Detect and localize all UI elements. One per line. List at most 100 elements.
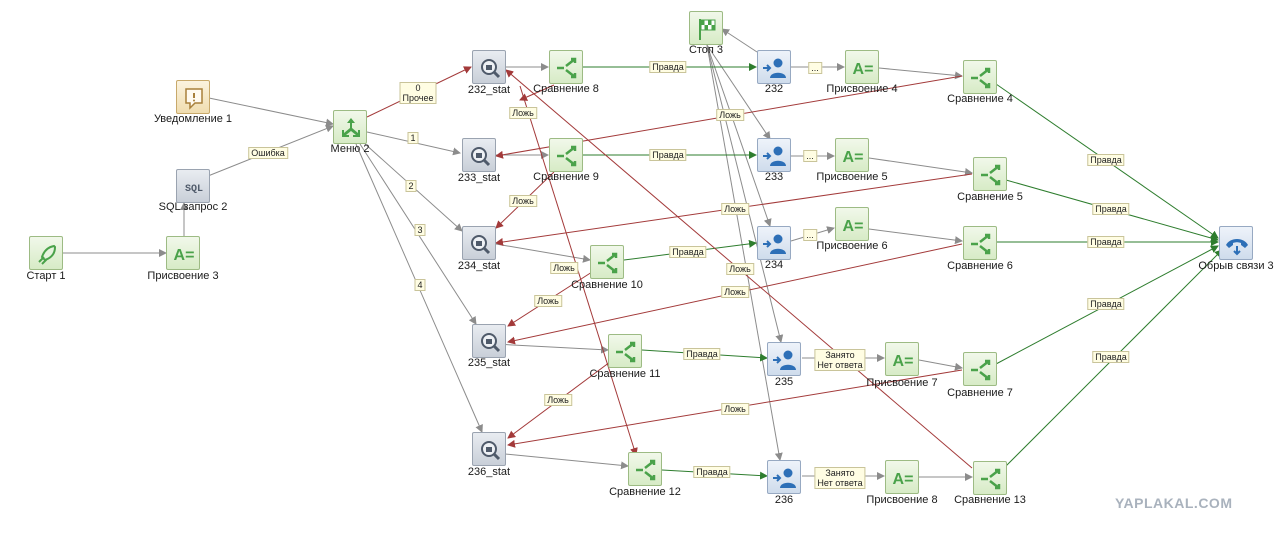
stop-label: Стоп 3 xyxy=(688,44,724,56)
compare-5-node[interactable] xyxy=(973,157,1007,191)
compare-icon xyxy=(971,233,991,255)
edge-235-cmp11 xyxy=(494,343,609,354)
notify-node[interactable] xyxy=(176,80,210,114)
compare-6-node[interactable] xyxy=(963,226,997,260)
operator-236-node[interactable] xyxy=(767,460,801,494)
compare-11-node[interactable] xyxy=(608,334,642,368)
operator-233-node[interactable] xyxy=(757,138,791,172)
operator-234-node[interactable] xyxy=(757,226,791,260)
query-icon xyxy=(481,333,501,353)
assign3-node[interactable]: A= xyxy=(166,236,200,270)
operator-transfer-icon xyxy=(763,58,786,78)
svg-text:SQL: SQL xyxy=(185,184,203,195)
assign7-node[interactable]: A= xyxy=(885,342,919,376)
compare-4-node[interactable] xyxy=(963,60,997,94)
edge-label-error: Ошибка xyxy=(248,147,288,159)
edge-label-true: Правда xyxy=(649,149,687,161)
edge-label-1: 1 xyxy=(407,132,419,144)
operator-232-node[interactable] xyxy=(757,50,791,84)
assign-icon: A= xyxy=(843,149,864,166)
compare-13-label: Сравнение 13 xyxy=(954,494,1026,506)
hangup-node[interactable] xyxy=(1219,226,1253,260)
assign6-label: Присвоение 6 xyxy=(816,240,888,252)
stat-235-node[interactable] xyxy=(472,324,506,358)
compare-11-label: Сравнение 11 xyxy=(589,368,661,380)
sql-node[interactable]: SQL xyxy=(176,169,210,203)
edge-label-false: Ложь xyxy=(721,286,749,298)
sql-label: SQL запрос 2 xyxy=(158,201,228,213)
edge-notify-menu xyxy=(208,97,334,127)
stat-233-label: 233_stat xyxy=(457,172,501,184)
finish-flag-icon xyxy=(699,19,716,40)
menu-branch-icon xyxy=(342,118,360,137)
compare-7-label: Сравнение 7 xyxy=(947,387,1013,399)
stat-232-node[interactable] xyxy=(472,50,506,84)
svg-text:A=: A= xyxy=(843,218,864,235)
menu-node[interactable] xyxy=(333,110,367,144)
assign8-node[interactable]: A= xyxy=(885,460,919,494)
edge-label-other-line1: 0 xyxy=(415,83,421,93)
edge-label-busy-line2: Нет ответа xyxy=(817,478,863,488)
svg-text:A=: A= xyxy=(893,353,914,370)
edge-label-true: Правда xyxy=(683,348,721,360)
compare-10-node[interactable] xyxy=(590,245,624,279)
assign4-label: Присвоение 4 xyxy=(826,83,898,95)
compare-10-label: Сравнение 10 xyxy=(571,279,643,291)
stat-235-label: 235_stat xyxy=(467,357,511,369)
assign5-label: Присвоение 5 xyxy=(816,171,888,183)
assign5-node[interactable]: A= xyxy=(835,138,869,172)
assign6-node[interactable]: A= xyxy=(835,207,869,241)
edge-label-true: Правда xyxy=(1092,351,1130,363)
edge-label-false: Ложь xyxy=(726,263,754,275)
compare-9-node[interactable] xyxy=(549,138,583,172)
edge-234-cmp10 xyxy=(495,243,591,263)
svg-text:A=: A= xyxy=(843,149,864,166)
edge-stop-235 xyxy=(706,44,784,343)
edge-label-false: Ложь xyxy=(544,394,572,406)
query-icon xyxy=(471,147,491,167)
svg-text:A=: A= xyxy=(893,471,914,488)
assign8-label: Присвоение 8 xyxy=(866,494,938,506)
edge-label-true: Правда xyxy=(669,246,707,258)
menu-label: Меню 2 xyxy=(330,143,370,155)
stat-232-label: 232_stat xyxy=(467,84,511,96)
edge-232-stop xyxy=(721,28,758,53)
edge-assign6-cmp6 xyxy=(868,228,963,245)
start-node[interactable] xyxy=(29,236,63,270)
operator-236-label: 236 xyxy=(774,494,794,506)
edge-label-2: 2 xyxy=(405,180,417,192)
assign-icon: A= xyxy=(174,247,195,264)
edge-label-false: Ложь xyxy=(721,403,749,415)
edge-cmp8-cmp12 xyxy=(519,85,638,456)
edge-236-cmp12 xyxy=(494,452,629,470)
edge-label-true: Правда xyxy=(693,466,731,478)
compare-12-label: Сравнение 12 xyxy=(609,486,681,498)
edge-label-false: Ложь xyxy=(721,203,749,215)
notification-icon xyxy=(185,88,203,110)
sql-icon: SQL xyxy=(185,184,203,195)
edge-label-true: Правда xyxy=(1092,203,1130,215)
stat-234-node[interactable] xyxy=(462,226,496,260)
stat-233-node[interactable] xyxy=(462,138,496,172)
compare-8-node[interactable] xyxy=(549,50,583,84)
stat-236-node[interactable] xyxy=(472,432,506,466)
edge-label-false: Ложь xyxy=(716,109,744,121)
assign3-label: Присвоение 3 xyxy=(147,270,219,282)
operator-233-label: 233 xyxy=(764,171,784,183)
compare-6-label: Сравнение 6 xyxy=(947,260,1013,272)
compare-13-node[interactable] xyxy=(973,461,1007,495)
edge-label-false: Ложь xyxy=(534,295,562,307)
edge-stop-234 xyxy=(706,44,772,227)
edge-cmp8-236 xyxy=(519,84,555,101)
assign4-node[interactable]: A= xyxy=(845,50,879,84)
svg-text:A=: A= xyxy=(853,61,874,78)
compare-7-node[interactable] xyxy=(963,352,997,386)
operator-transfer-icon xyxy=(763,146,786,166)
edge-label-ellipsis: ... xyxy=(808,62,822,74)
compare-12-node[interactable] xyxy=(628,452,662,486)
edge-assign7-cmp7 xyxy=(918,359,963,371)
stop-node[interactable] xyxy=(689,11,723,45)
operator-235-node[interactable] xyxy=(767,342,801,376)
operator-232-label: 232 xyxy=(764,83,784,95)
